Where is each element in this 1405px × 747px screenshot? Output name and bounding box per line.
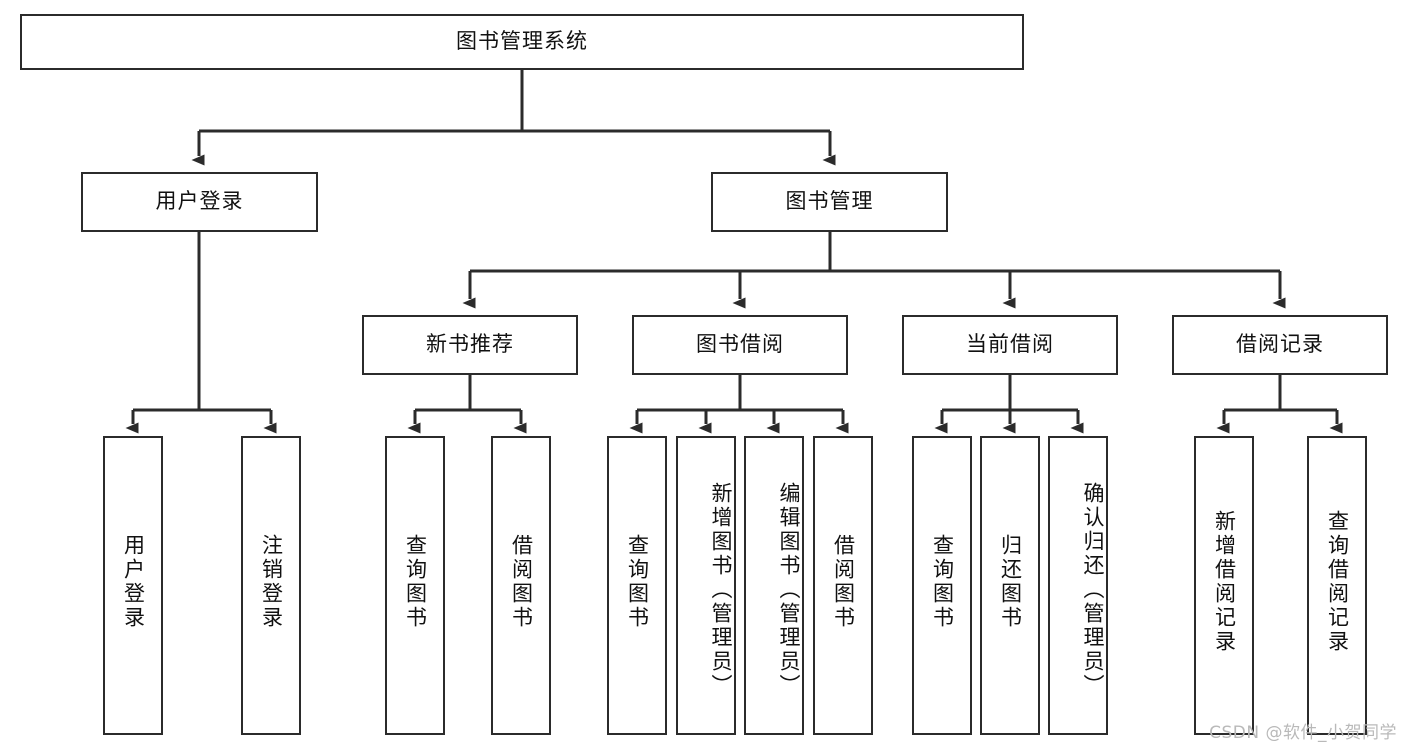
node-label: 编辑图书（管理员）	[777, 481, 801, 698]
node-label: 新增图书（管理员）	[709, 481, 733, 698]
node-label: 查询图书	[930, 533, 955, 630]
node-label: 注销登录	[259, 533, 284, 630]
node-current-borrow[interactable]: 当前借阅	[902, 315, 1118, 375]
leaf-borrow-book[interactable]: 借阅图书	[813, 436, 873, 735]
leaf-query-borrow-record[interactable]: 查询借阅记录	[1307, 436, 1367, 735]
node-new-book-recommend[interactable]: 新书推荐	[362, 315, 578, 375]
leaf-query-book-current[interactable]: 查询图书	[912, 436, 972, 735]
node-label: 查询图书	[625, 533, 650, 630]
leaf-borrow-book-recommend[interactable]: 借阅图书	[491, 436, 551, 735]
node-label: 确认归还（管理员）	[1081, 481, 1105, 698]
node-label: 借阅图书	[509, 533, 534, 630]
node-label: 当前借阅	[966, 332, 1054, 357]
node-label: 图书借阅	[696, 332, 784, 357]
leaf-logout-login[interactable]: 注销登录	[241, 436, 301, 735]
node-label: 查询借阅记录	[1325, 509, 1350, 654]
node-label: 新书推荐	[426, 332, 514, 357]
node-label: 图书管理系统	[456, 29, 588, 54]
node-borrow-record[interactable]: 借阅记录	[1172, 315, 1388, 375]
node-book-management[interactable]: 图书管理	[711, 172, 948, 232]
node-label: 借阅图书	[831, 533, 856, 630]
leaf-query-book-borrow[interactable]: 查询图书	[607, 436, 667, 735]
node-user-login[interactable]: 用户登录	[81, 172, 318, 232]
node-label: 归还图书	[998, 533, 1023, 630]
leaf-add-book-admin[interactable]: 新增图书（管理员）	[676, 436, 736, 735]
node-root-book-management-system[interactable]: 图书管理系统	[20, 14, 1024, 70]
node-label: 借阅记录	[1236, 332, 1324, 357]
node-label: 用户登录	[121, 533, 146, 630]
node-book-borrow[interactable]: 图书借阅	[632, 315, 848, 375]
leaf-add-borrow-record[interactable]: 新增借阅记录	[1194, 436, 1254, 735]
node-label: 用户登录	[155, 189, 244, 214]
node-label: 新增借阅记录	[1212, 509, 1237, 654]
leaf-confirm-return-admin[interactable]: 确认归还（管理员）	[1048, 436, 1108, 735]
leaf-edit-book-admin[interactable]: 编辑图书（管理员）	[744, 436, 804, 735]
node-label: 图书管理	[785, 189, 874, 214]
leaf-query-book-recommend[interactable]: 查询图书	[385, 436, 445, 735]
watermark-csdn: CSDN @软件_小贺同学	[1209, 723, 1397, 743]
leaf-return-book[interactable]: 归还图书	[980, 436, 1040, 735]
leaf-user-login[interactable]: 用户登录	[103, 436, 163, 735]
node-label: 查询图书	[403, 533, 428, 630]
